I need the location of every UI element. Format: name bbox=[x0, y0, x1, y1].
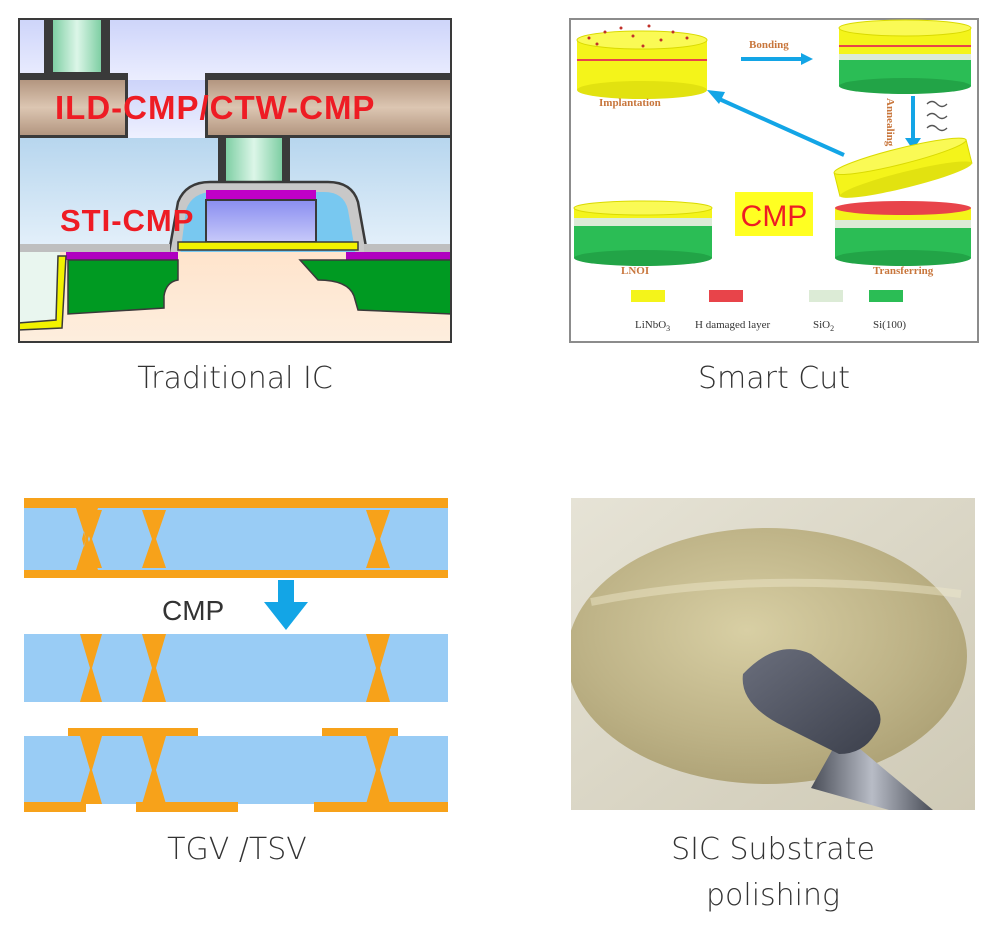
smart-cut-caption: Smart Cut bbox=[697, 361, 850, 396]
sti-cmp-label: STI-CMP bbox=[60, 203, 194, 238]
lnoi-label: LNOI bbox=[621, 265, 649, 277]
traditional-ic-caption: Traditional IC bbox=[137, 361, 333, 396]
legend-label-linbo3: LiNbO3 bbox=[635, 319, 670, 333]
legend-swatch-sio2 bbox=[809, 290, 843, 302]
bonding-arrow bbox=[741, 53, 813, 65]
sic-panel bbox=[567, 498, 975, 810]
ild-layer-right bbox=[208, 80, 452, 135]
legend-label-h-damaged: H damaged layer bbox=[695, 319, 770, 331]
smart-cut-diagram: Implantation Bonding Annealing bbox=[569, 18, 979, 343]
down-arrow-icon bbox=[264, 580, 308, 630]
tgv-tsv-caption: TGV /TSV bbox=[167, 832, 307, 867]
legend: LiNbO3 H damaged layer SiO2 Si(100) bbox=[631, 290, 906, 333]
source-region bbox=[67, 259, 179, 315]
implantation-label: Implantation bbox=[599, 97, 661, 109]
traditional-ic-panel: ILD-CMP/CTW-CMP STI-CMP bbox=[17, 18, 453, 343]
tweezer-handle bbox=[811, 738, 933, 810]
annealing-arrow bbox=[905, 96, 921, 150]
transferring-wafer bbox=[835, 201, 971, 266]
drain-silicide bbox=[346, 252, 452, 260]
tgv-tsv-panel: CMP bbox=[22, 496, 452, 814]
legend-swatch-si bbox=[869, 290, 903, 302]
gate-oxide bbox=[177, 241, 359, 251]
tgv-tsv-diagram: CMP bbox=[24, 498, 448, 812]
legend-label-sio2: SiO2 bbox=[813, 319, 834, 333]
annealing-label: Annealing bbox=[884, 98, 896, 147]
return-arrow bbox=[707, 90, 845, 157]
smart-cut-cmp-label: CMP bbox=[741, 200, 808, 233]
implantation-wafer bbox=[576, 24, 708, 99]
sic-caption-line1: SIC Substrate bbox=[671, 832, 875, 867]
ild-ctw-cmp-label: ILD-CMP/CTW-CMP bbox=[55, 89, 375, 126]
sic-wafer-photo bbox=[567, 498, 975, 810]
sic-caption: SIC Substrate polishing bbox=[571, 827, 975, 919]
drain-region bbox=[298, 259, 453, 315]
legend-swatch-h-damaged bbox=[709, 290, 743, 302]
legend-swatch-linbo3 bbox=[631, 290, 665, 302]
heat-wave-icon bbox=[926, 100, 948, 132]
cmp-highlight bbox=[735, 192, 813, 236]
split-wafer bbox=[833, 137, 973, 198]
sic-caption-line2: polishing bbox=[705, 878, 841, 913]
polishing-pad bbox=[742, 649, 881, 754]
gate-electrode bbox=[205, 199, 317, 243]
lnoi-wafer bbox=[573, 200, 713, 266]
top-metal-plug bbox=[53, 18, 101, 72]
gate-silicide bbox=[206, 190, 316, 200]
bonding-label: Bonding bbox=[749, 39, 789, 51]
tgv-wafer-after bbox=[24, 634, 448, 702]
traditional-ic-diagram: ILD-CMP/CTW-CMP STI-CMP bbox=[17, 18, 453, 343]
transferring-label: Transferring bbox=[873, 265, 934, 277]
smart-cut-panel: Implantation Bonding Annealing bbox=[569, 18, 979, 343]
legend-label-si: Si(100) bbox=[873, 319, 906, 331]
tgv-cmp-label: CMP bbox=[162, 595, 224, 626]
ild-layer-left bbox=[18, 80, 125, 135]
source-silicide bbox=[66, 252, 178, 260]
tgv-wafer-rdl bbox=[24, 728, 448, 812]
tgv-wafer-before bbox=[24, 498, 448, 578]
bonded-stack bbox=[838, 19, 972, 94]
